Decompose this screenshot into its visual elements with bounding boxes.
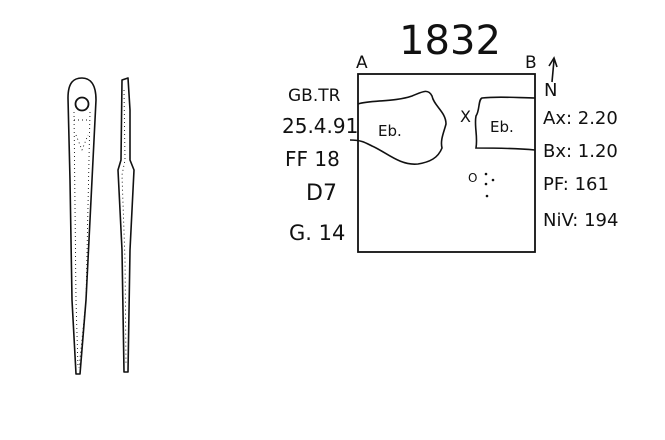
north-label: N [544, 80, 557, 101]
needle-front-stippling [74, 119, 90, 151]
ff-label: FF 18 [285, 147, 340, 171]
needle-side-view [117, 77, 135, 373]
find-number-title: 1832 [399, 18, 501, 64]
site-code-label: GB.TR [288, 86, 341, 106]
corner-b-label: B [525, 53, 537, 73]
plan-square: Eb. Eb. X O [349, 73, 536, 253]
bx-label: Bx: 1.20 [543, 141, 618, 162]
find-cross-marker: X [460, 107, 471, 126]
needle-eye-icon [74, 96, 90, 112]
needle-front-view [67, 77, 97, 375]
corner-a-label: A [356, 53, 368, 73]
eb-right-patch [474, 96, 536, 151]
date-label: 25.4.91 [282, 114, 358, 138]
left-labels: GB.TR 25.4.91 FF 18 D7 G. 14 [282, 86, 358, 245]
ax-label: Ax: 2.20 [543, 108, 618, 129]
small-circle-marker: O [468, 171, 477, 185]
north-arrow-icon [548, 56, 558, 83]
needle-side-outline [117, 77, 135, 373]
square-label: D7 [306, 181, 337, 206]
needle-front-inner-line-2 [78, 111, 91, 369]
pf-label: PF: 161 [543, 174, 609, 195]
needle-front-outline [67, 77, 97, 375]
plan-square-outline [357, 73, 536, 253]
right-labels: Ax: 2.20 Bx: 1.20 PF: 161 NiV: 194 [543, 108, 618, 231]
dot-cluster [484, 172, 495, 198]
eb-left-label: Eb. [378, 122, 402, 140]
eb-left-patch [349, 90, 447, 165]
niv-label: NiV: 194 [543, 210, 618, 231]
eb-right-label: Eb. [490, 118, 514, 136]
g-label: G. 14 [289, 221, 345, 245]
needle-front-inner-line [73, 111, 79, 369]
